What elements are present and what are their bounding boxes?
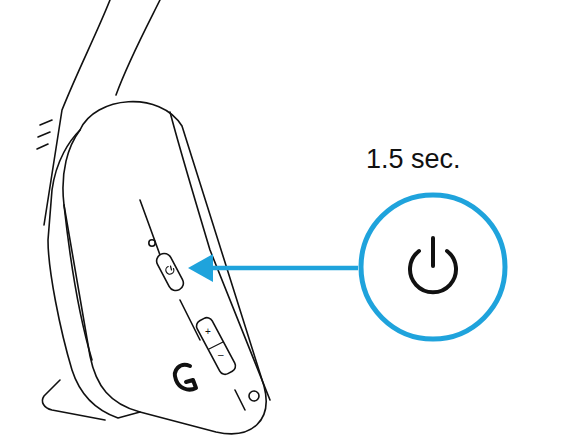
- power-symbol: [410, 238, 456, 292]
- headband: [116, 0, 160, 95]
- volume-button: [194, 316, 237, 377]
- power-button: [154, 251, 186, 293]
- cushion-seam: [64, 205, 92, 360]
- button-strip: [170, 112, 270, 400]
- volume-divider: [209, 342, 223, 349]
- duration-label: 1.5 sec.: [366, 146, 461, 173]
- ear-cushion: [48, 130, 140, 418]
- button-symbol: +: [205, 327, 211, 337]
- power-glyph: [166, 266, 174, 274]
- button-strip: [140, 200, 245, 410]
- button-symbol: –: [218, 350, 224, 360]
- indicator-dot: [149, 240, 155, 246]
- power-symbol-bar: [431, 238, 435, 266]
- arrowhead: [188, 254, 213, 282]
- mic-boom: [42, 380, 105, 420]
- callout-circle: [361, 195, 505, 339]
- brand-logo: [175, 365, 196, 390]
- pointer-arrow: [208, 266, 358, 271]
- port-icon: [249, 391, 259, 401]
- headband-slider: [37, 120, 52, 149]
